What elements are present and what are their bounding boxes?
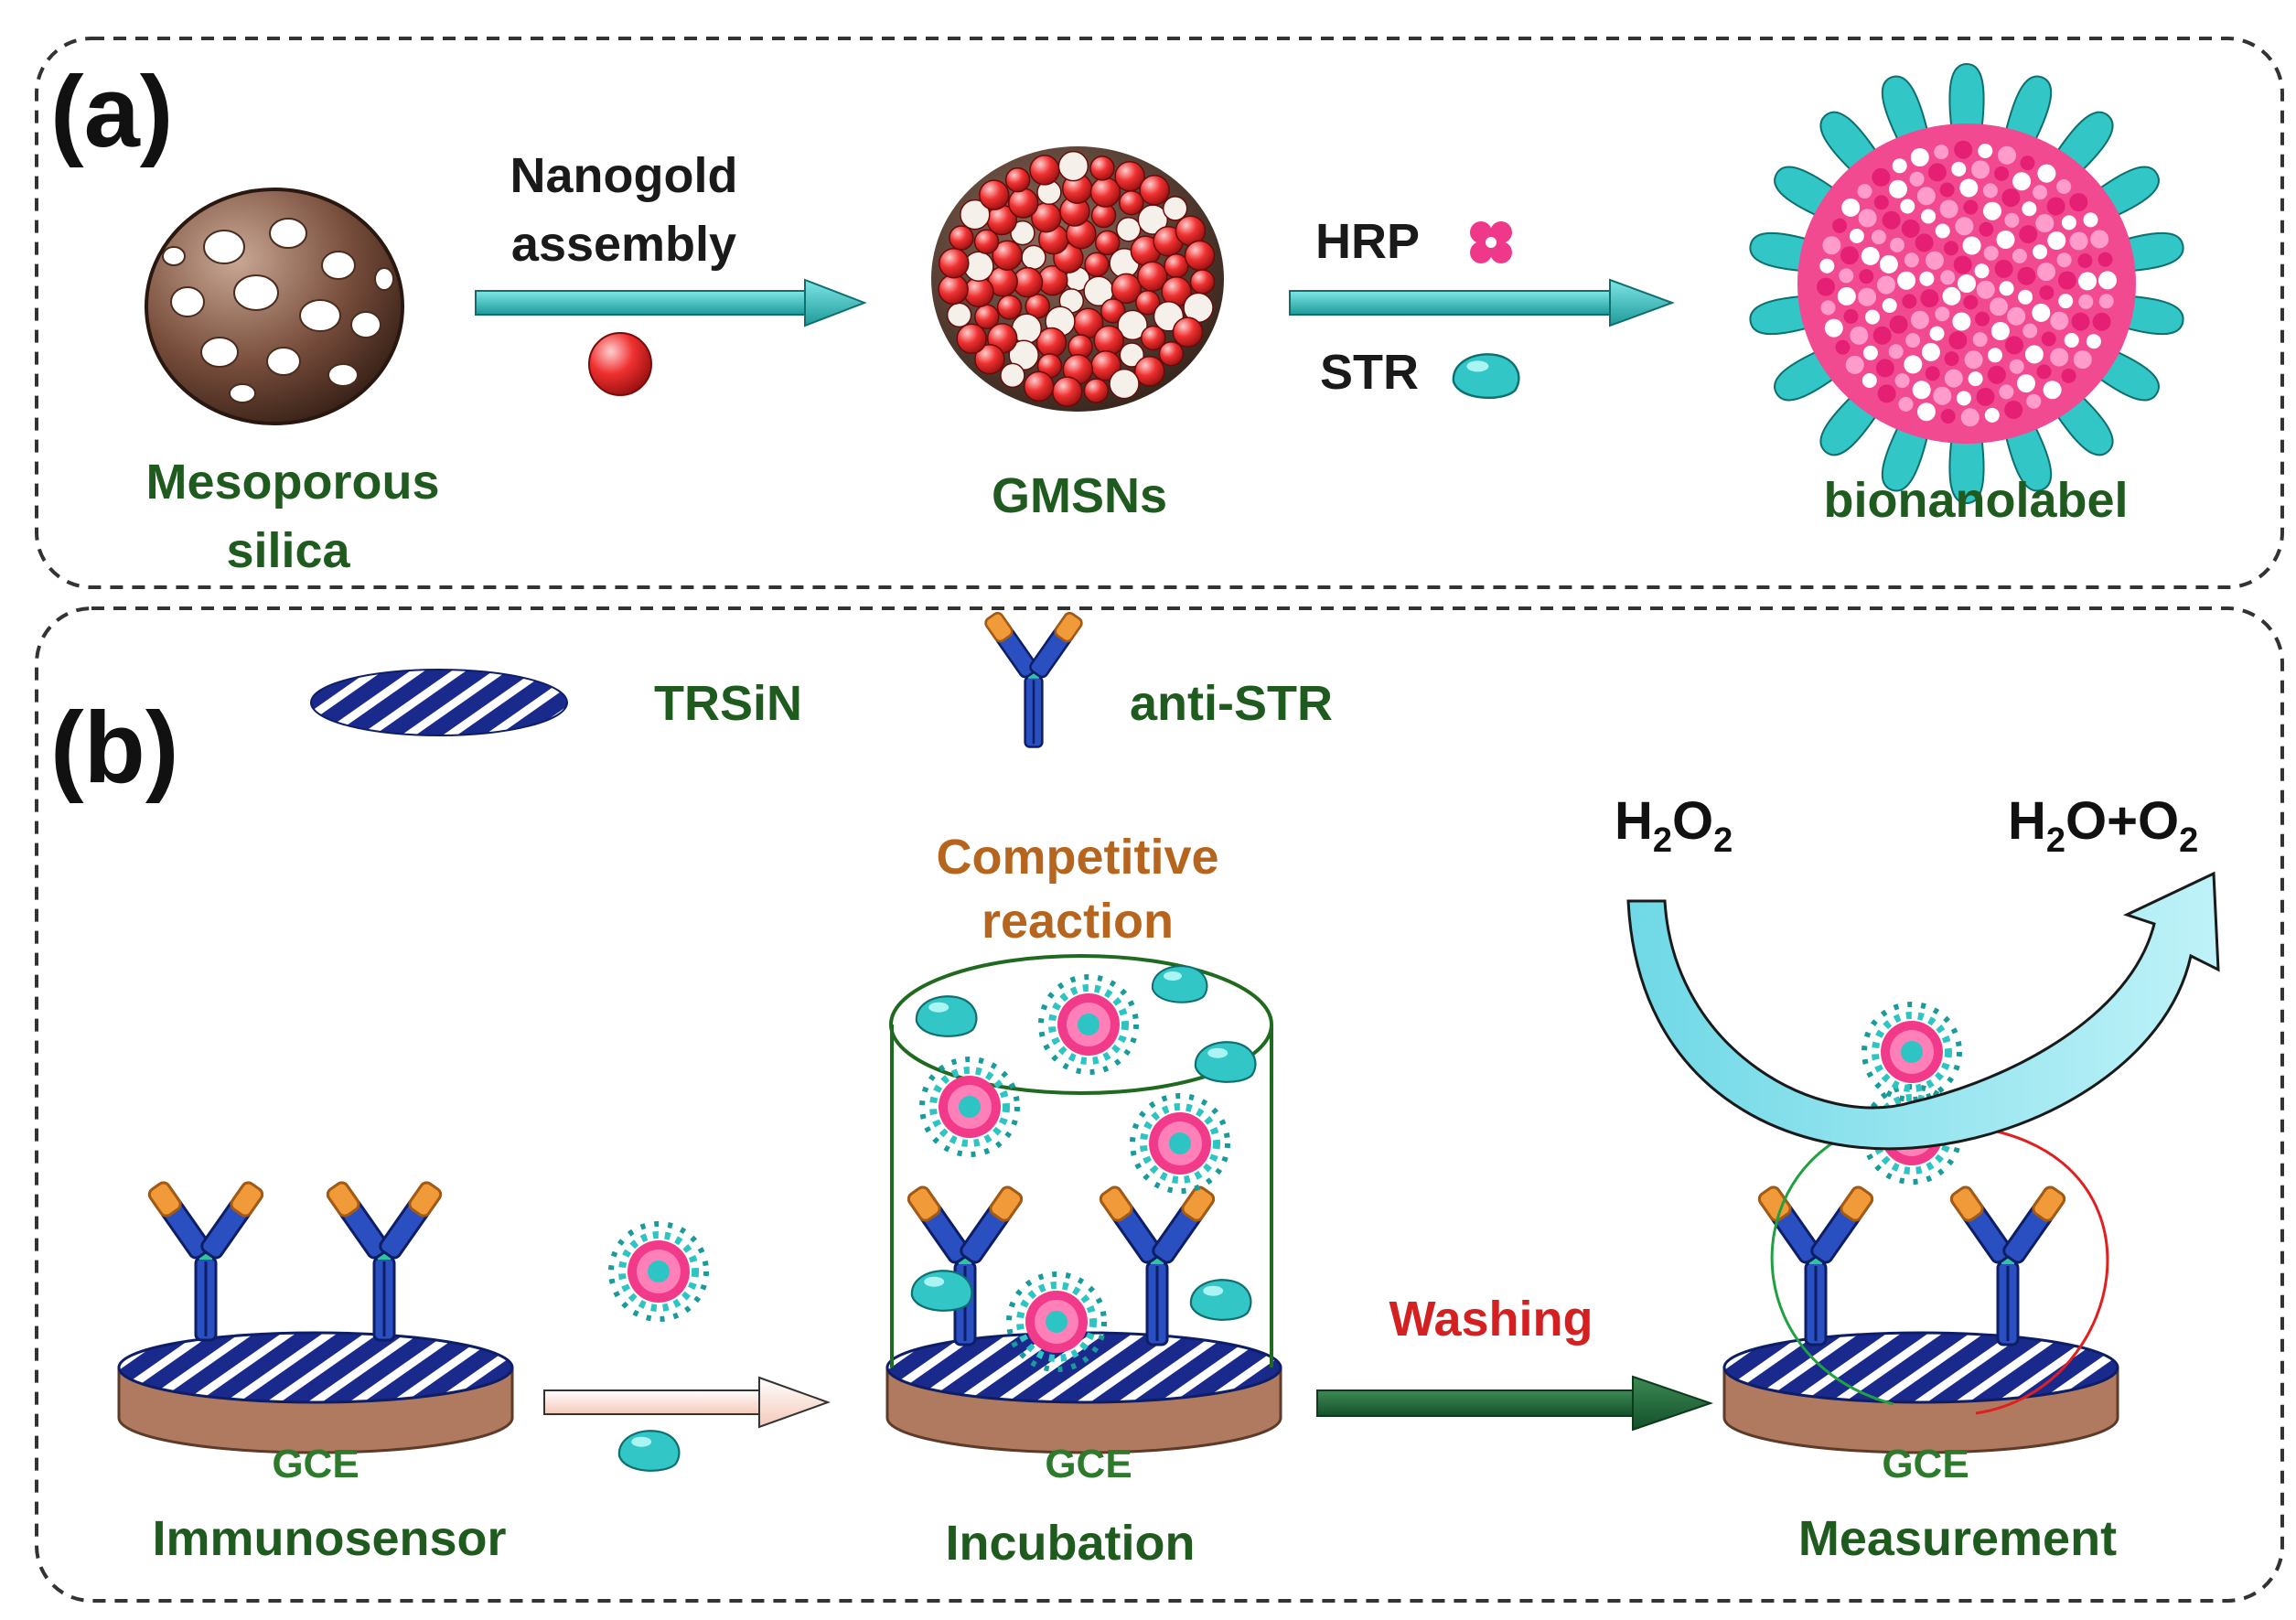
legend-anti-str-label: anti-STR: [1130, 676, 1333, 731]
washing-label: Washing: [1389, 1292, 1593, 1346]
hrp-str-arrow: [1289, 278, 1675, 327]
panel-b-frame: [35, 606, 2284, 1603]
incubation-arrow: [543, 1376, 831, 1429]
washing-arrow: [1316, 1375, 1714, 1432]
measurement-electrode: [1722, 1004, 2119, 1454]
gce-label-measurement: GCE: [1882, 1442, 1969, 1486]
silica-caption-line2: silica: [226, 523, 350, 578]
mesoporous-silica-particle: [145, 188, 404, 425]
nanogold-particle-icon: [588, 332, 652, 396]
silica-caption-line1: Mesoporous: [145, 455, 439, 510]
gce-label-incubation: GCE: [1045, 1442, 1132, 1486]
arrow2-label-hrp: HRP: [1315, 214, 1420, 269]
products-label: H2O+O2: [2008, 791, 2198, 860]
gce-label-immunosensor: GCE: [272, 1442, 359, 1486]
panel-a-frame: [35, 37, 2284, 589]
immunosensor-electrode: [117, 1178, 514, 1454]
svg-text:H2O2: H2O2: [1615, 791, 1733, 860]
mini-bionanolabel-icon: [611, 1224, 706, 1319]
gmsn-caption: GMSNs: [992, 468, 1167, 523]
arrow1-label-line2: assembly: [511, 217, 736, 272]
arrow2-label-str: STR: [1320, 345, 1419, 400]
catalytic-cycle-arrow: [1626, 871, 2220, 1151]
arrow1-label-line1: Nanogold: [510, 148, 738, 203]
anti-str-legend-icon: [982, 609, 1085, 748]
competitive-label-line2: reaction: [982, 894, 1174, 949]
str-icon: [1452, 353, 1520, 400]
legend-trsin-label: TRSiN: [654, 676, 802, 731]
competitive-label-line1: Competitive: [936, 830, 1218, 885]
bionanolabel-particle: [1749, 62, 2184, 505]
h2o2-label: H2O2: [1615, 791, 1733, 860]
nanogold-assembly-arrow: [475, 278, 867, 327]
panel-b-label: (b): [50, 692, 178, 804]
bionanolabel-caption: bionanolabel: [1823, 473, 2128, 528]
hrp-icon: [1470, 221, 1512, 263]
measurement-caption: Measurement: [1798, 1511, 2117, 1566]
immunosensor-caption: Immunosensor: [152, 1511, 506, 1566]
svg-text:H2O+O2: H2O+O2: [2008, 791, 2198, 860]
panel-a-label: (a): [50, 56, 173, 168]
str-icon-small: [617, 1430, 681, 1472]
trsin-legend-icon: [310, 669, 568, 736]
incubation-cell: [885, 954, 1282, 1454]
incubation-caption: Incubation: [946, 1516, 1196, 1571]
gmsn-particle: [931, 146, 1224, 412]
